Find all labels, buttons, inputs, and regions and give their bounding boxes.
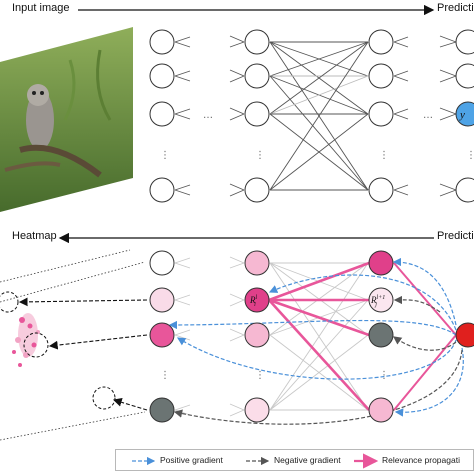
neuron: [149, 101, 175, 127]
top-neurons: [149, 29, 474, 203]
bottom-connections: [174, 256, 369, 417]
dots-icon: ⋮: [160, 370, 170, 381]
neuron: [368, 63, 394, 89]
neuron: [149, 29, 175, 55]
output-neuron-top: [455, 101, 474, 127]
gradient-arrows: [168, 257, 464, 425]
top-ellipsis-marks: … … ⋮ ⋮ ⋮ ⋮: [160, 110, 474, 161]
legend: Positive gradient Negative gradient Rele…: [115, 449, 474, 471]
ri-symbol: R: [249, 295, 256, 305]
dots-icon: ⋮: [466, 150, 474, 161]
heatmap-plane-guides: [0, 249, 146, 441]
relevance-output-edges: [393, 262, 457, 411]
top-connections: [174, 35, 457, 197]
neuron: [368, 29, 394, 55]
neuron: [244, 250, 270, 276]
legend-relevance-label: Relevance propagati: [382, 455, 460, 465]
legend-positive-label: Positive gradient: [160, 455, 223, 465]
rj-symbol: R: [370, 295, 377, 305]
output-label-y: y: [459, 109, 465, 121]
input-image-label: Input image: [12, 2, 70, 14]
prediction-label-bottom: Predictio: [437, 230, 474, 242]
neuron: [455, 63, 474, 89]
dots-icon: ⋮: [379, 150, 389, 161]
neuron: [149, 287, 175, 313]
heatmap-regions: [0, 291, 116, 410]
neuron-rj: [368, 287, 394, 313]
heatmap-mapping-arrows: [18, 297, 148, 411]
ri-sup: l: [256, 295, 258, 301]
heatmap-region: [0, 291, 19, 313]
heatmap-blob: [12, 313, 40, 367]
dots-icon: ⋮: [379, 370, 389, 381]
prediction-label-top: Predictio: [437, 2, 474, 14]
neuron: [244, 63, 270, 89]
neuron: [244, 177, 270, 203]
neuron: [368, 101, 394, 127]
bottom-neurons: [149, 250, 474, 423]
output-neuron-bottom: [455, 322, 474, 348]
neuron: [244, 101, 270, 127]
neuron: [149, 63, 175, 89]
neuron: [149, 322, 175, 348]
neuron: [149, 177, 175, 203]
heatmap-region: [23, 332, 49, 358]
neuron: [368, 322, 394, 348]
bottom-ellipsis-marks: ⋮ ⋮ ⋮: [160, 370, 389, 381]
dots-icon: …: [203, 110, 213, 121]
neuron: [244, 29, 270, 55]
neuron: [455, 177, 474, 203]
neuron: [368, 397, 394, 423]
legend-swatches: [132, 453, 379, 469]
heatmap-region: [92, 386, 116, 410]
legend-negative-label: Negative gradient: [274, 455, 341, 465]
owl-photo: [0, 27, 133, 212]
neuron-ri: [244, 287, 270, 313]
rj-sub: j: [374, 302, 377, 308]
dots-icon: ⋮: [160, 150, 170, 161]
rj-sup: l+1: [377, 295, 386, 301]
ri-sub: i: [254, 302, 256, 308]
neuron: [149, 397, 175, 423]
dots-icon: …: [423, 110, 433, 121]
neuron: [368, 250, 394, 276]
neuron: [244, 322, 270, 348]
dots-icon: ⋮: [255, 150, 265, 161]
neuron: [149, 250, 175, 276]
dots-icon: ⋮: [255, 370, 265, 381]
neuron: [368, 177, 394, 203]
neuron: [244, 397, 270, 423]
relevance-edges: [268, 261, 370, 411]
heatmap-label: Heatmap: [12, 230, 57, 242]
neuron: [455, 29, 474, 55]
